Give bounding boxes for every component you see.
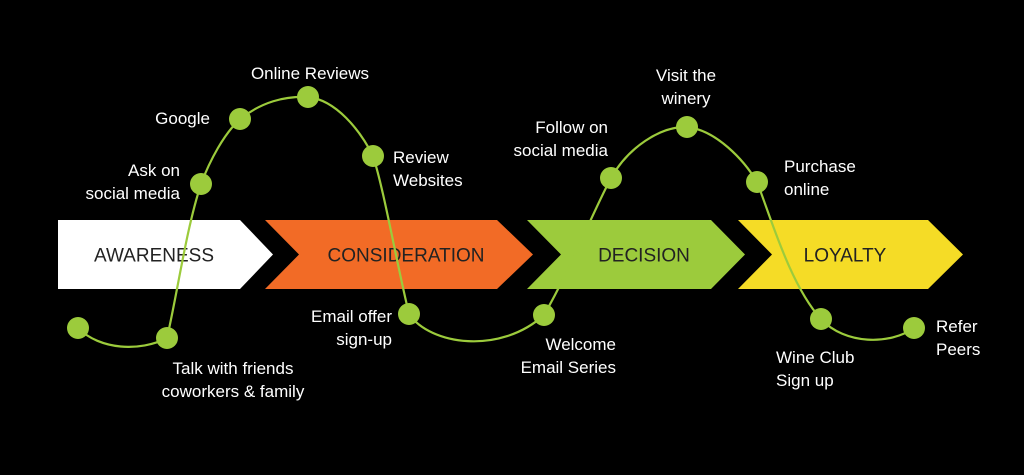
label-line: social media bbox=[85, 184, 181, 203]
stage-chevrons: AWARENESS CONSIDERATION DECISION LOYALTY bbox=[58, 220, 963, 289]
label-email-offer-sign-up: Email offer sign-up bbox=[270, 305, 392, 351]
label-line: Follow on bbox=[535, 118, 608, 137]
touchpoint-dot-refer-peers bbox=[903, 317, 925, 339]
touchpoint-dot-visit-the-winery bbox=[676, 116, 698, 138]
touchpoint-dot-welcome-email-series bbox=[533, 304, 555, 326]
label-line: Email Series bbox=[520, 358, 616, 377]
label-line: Talk with friends bbox=[172, 359, 294, 378]
label-line: Websites bbox=[393, 171, 463, 190]
label-line: Email offer bbox=[311, 307, 392, 326]
label-line: Refer bbox=[936, 317, 978, 336]
stage-label-awareness: AWARENESS bbox=[94, 246, 214, 267]
stage-chevron-loyalty bbox=[738, 220, 963, 289]
label-line: online bbox=[784, 180, 830, 199]
label-line: Wine Club bbox=[776, 348, 855, 367]
touchpoint-dot-purchase-online bbox=[746, 171, 768, 193]
label-line: sign-up bbox=[336, 330, 392, 349]
label-refer-peers: Refer Peers bbox=[936, 315, 1016, 361]
touchpoint-dot-google bbox=[229, 108, 251, 130]
touchpoint-dot-wine-club-sign-up bbox=[810, 308, 832, 330]
label-line: Sign up bbox=[776, 371, 834, 390]
touchpoint-dot-ask-on-social-media bbox=[190, 173, 212, 195]
label-purchase-online: Purchase online bbox=[784, 155, 894, 201]
label-online-reviews: Online Reviews bbox=[220, 62, 400, 85]
stage-chevron-decision bbox=[527, 220, 745, 289]
label-google: Google bbox=[110, 107, 210, 130]
label-line: Purchase bbox=[784, 157, 856, 176]
touchpoint-dot-online-reviews bbox=[297, 86, 319, 108]
label-welcome-email-series: Welcome Email Series bbox=[480, 333, 616, 379]
label-line: Online Reviews bbox=[250, 64, 370, 83]
label-review-websites: Review Websites bbox=[393, 146, 513, 192]
label-talk-with-friends: Talk with friends coworkers & family bbox=[118, 357, 348, 403]
stage-chevron-consideration bbox=[265, 220, 533, 289]
touchpoint-dot-talk-with-friends bbox=[156, 327, 178, 349]
touchpoint-dot-review-websites bbox=[362, 145, 384, 167]
label-line: Welcome bbox=[545, 335, 616, 354]
label-line: winery bbox=[661, 89, 711, 108]
stage-label-loyalty: LOYALTY bbox=[804, 246, 887, 267]
stage-label-consideration: CONSIDERATION bbox=[328, 246, 485, 267]
label-line: coworkers & family bbox=[161, 382, 305, 401]
label-line: social media bbox=[513, 141, 609, 160]
label-line: Visit the bbox=[655, 66, 717, 85]
label-line: Review bbox=[393, 148, 449, 167]
label-follow-on-social-media: Follow on social media bbox=[480, 116, 609, 162]
stage-label-decision: DECISION bbox=[598, 246, 690, 267]
stage-chevron-awareness bbox=[58, 220, 273, 289]
label-visit-the-winery: Visit the winery bbox=[630, 64, 742, 110]
label-wine-club-sign-up: Wine Club Sign up bbox=[776, 346, 896, 392]
label-line: Google bbox=[155, 109, 210, 128]
touchpoint-dot-start bbox=[67, 317, 89, 339]
label-ask-on-social-media: Ask on social media bbox=[50, 159, 181, 205]
touchpoint-dot-email-offer-sign-up bbox=[398, 303, 420, 325]
label-line: Peers bbox=[936, 340, 981, 359]
touchpoint-dots bbox=[67, 86, 925, 349]
touchpoint-dot-follow-on-social-media bbox=[600, 167, 622, 189]
label-line: Ask on bbox=[128, 161, 180, 180]
